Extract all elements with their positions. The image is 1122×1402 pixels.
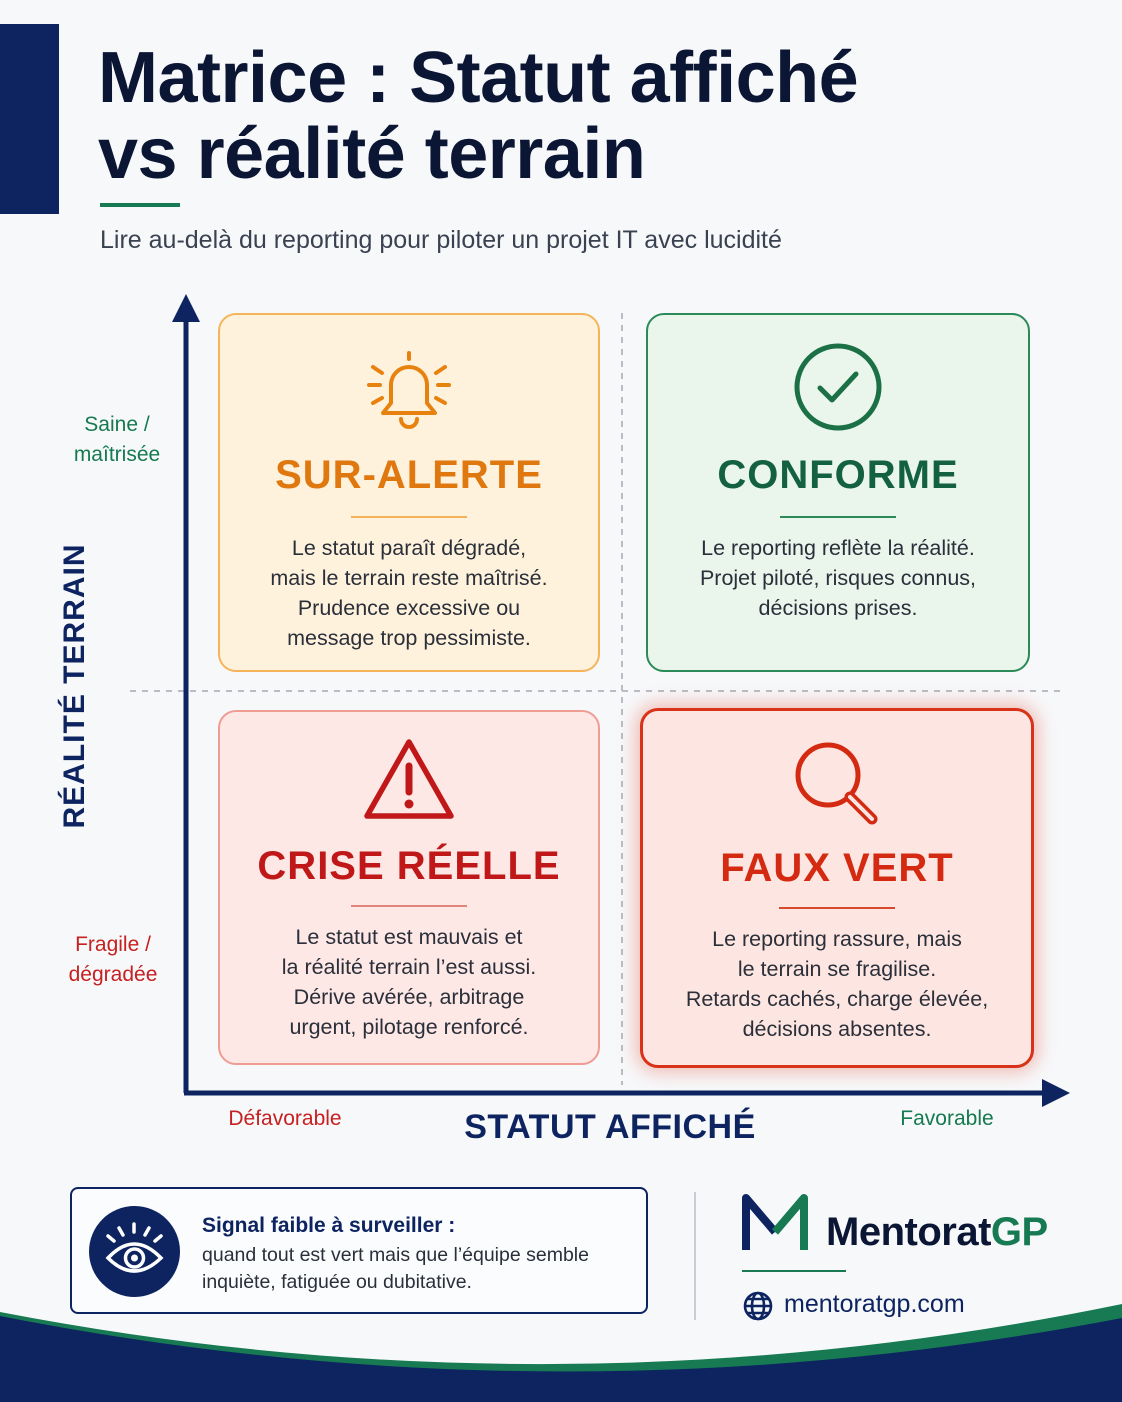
- quadrant-title: CRISE RÉELLE: [257, 844, 561, 888]
- quadrant-title: FAUX VERT: [720, 846, 954, 890]
- note-text: quand tout est vert mais que l’équipe se…: [202, 1244, 589, 1293]
- brand-name-main: Mentorat: [826, 1210, 991, 1254]
- quadrant-title: CONFORME: [717, 453, 959, 497]
- quadrant-rule: [780, 516, 896, 518]
- desc-line: mais le terrain reste maîtrisé.: [270, 566, 548, 590]
- desc-line: Le reporting reflète la réalité.: [701, 536, 975, 560]
- y-axis-arrow: [172, 294, 200, 322]
- y-axis-title: RÉALITÉ TERRAIN: [58, 543, 91, 829]
- desc-line: Prudence excessive ou: [297, 596, 521, 620]
- x-axis-high-label: Favorable: [900, 1107, 994, 1130]
- desc-line: Dérive avérée, arbitrage: [293, 985, 525, 1009]
- quadrant-description: Le reporting rassure, mais le terrain se…: [653, 924, 1021, 1044]
- x-axis-arrow: [1042, 1079, 1070, 1107]
- desc-line: Le statut est mauvais et: [295, 925, 523, 949]
- globe-icon: [743, 1291, 773, 1321]
- desc-line: le terrain se fragilise.: [737, 957, 937, 981]
- quadrant-rule: [351, 905, 467, 907]
- brand-rule: [742, 1270, 846, 1272]
- desc-line: Le statut paraît dégradé,: [291, 536, 527, 560]
- y-low-line1: Fragile /: [75, 933, 151, 956]
- y-high-line1: Saine /: [84, 413, 150, 436]
- warning-icon: [364, 739, 454, 819]
- quadrant-rule: [351, 516, 467, 518]
- quadrant-description: Le statut paraît dégradé, mais le terrai…: [230, 533, 588, 653]
- title-line-1: Matrice : Statut affiché: [98, 38, 859, 118]
- quadrant-title: SUR-ALERTE: [275, 453, 543, 497]
- desc-line: la réalité terrain l’est aussi.: [281, 955, 537, 979]
- eye-badge: [89, 1206, 180, 1297]
- bottom-wave: [0, 1304, 1122, 1402]
- desc-line: Projet piloté, risques connus,: [699, 566, 977, 590]
- quadrant-description: Le reporting reflète la réalité. Projet …: [658, 533, 1018, 623]
- y-axis-high-label: Saine / maîtrisée: [62, 410, 172, 470]
- y-axis-low-label: Fragile / dégradée: [58, 930, 168, 990]
- magnifier-icon: [795, 742, 878, 825]
- y-high-line2: maîtrisée: [73, 443, 161, 466]
- title-accent-bar: [0, 24, 59, 214]
- page-title: Matrice : Statut affiché vs réalité terr…: [98, 40, 1058, 192]
- note-title: Signal faible à surveiller :: [202, 1214, 456, 1237]
- title-line-2: vs réalité terrain: [98, 114, 646, 194]
- desc-line: décisions prises.: [758, 596, 918, 620]
- bell-icon: [367, 351, 451, 429]
- desc-line: message trop pessimiste.: [287, 626, 531, 650]
- brand-url-link[interactable]: mentoratgp.com: [784, 1290, 965, 1318]
- quadrant-conforme: CONFORME Le reporting reflète la réalité…: [646, 313, 1030, 672]
- x-axis-title: STATUT AFFICHÉ: [464, 1108, 756, 1146]
- y-low-line2: dégradée: [68, 963, 158, 986]
- quadrant-sur-alerte: SUR-ALERTE Le statut paraît dégradé, mai…: [218, 313, 600, 672]
- brand-name: MentoratGP: [826, 1210, 1048, 1255]
- quadrant-description: Le statut est mauvais et la réalité terr…: [230, 922, 588, 1042]
- quadrant-faux-vert: FAUX VERT Le reporting rassure, mais le …: [640, 708, 1034, 1068]
- quadrant-rule: [779, 907, 895, 909]
- desc-line: urgent, pilotage renforcé.: [289, 1015, 529, 1039]
- m-logo-icon: [742, 1194, 808, 1250]
- desc-line: décisions absentes.: [742, 1017, 932, 1041]
- check-circle-icon: [794, 343, 882, 431]
- eye-icon: [105, 1222, 164, 1273]
- weak-signal-note: Signal faible à surveiller : quand tout …: [70, 1187, 648, 1314]
- desc-line: Retards cachés, charge élevée,: [685, 987, 989, 1011]
- footer-divider: [694, 1192, 696, 1320]
- quadrant-crise-reelle: CRISE RÉELLE Le statut est mauvais et la…: [218, 710, 600, 1065]
- x-axis-low-label: Défavorable: [228, 1107, 342, 1130]
- page-subtitle: Lire au-delà du reporting pour piloter u…: [100, 226, 782, 254]
- desc-line: Le reporting rassure, mais: [712, 927, 962, 951]
- title-underline: [100, 203, 180, 207]
- brand-name-accent: GP: [990, 1210, 1048, 1254]
